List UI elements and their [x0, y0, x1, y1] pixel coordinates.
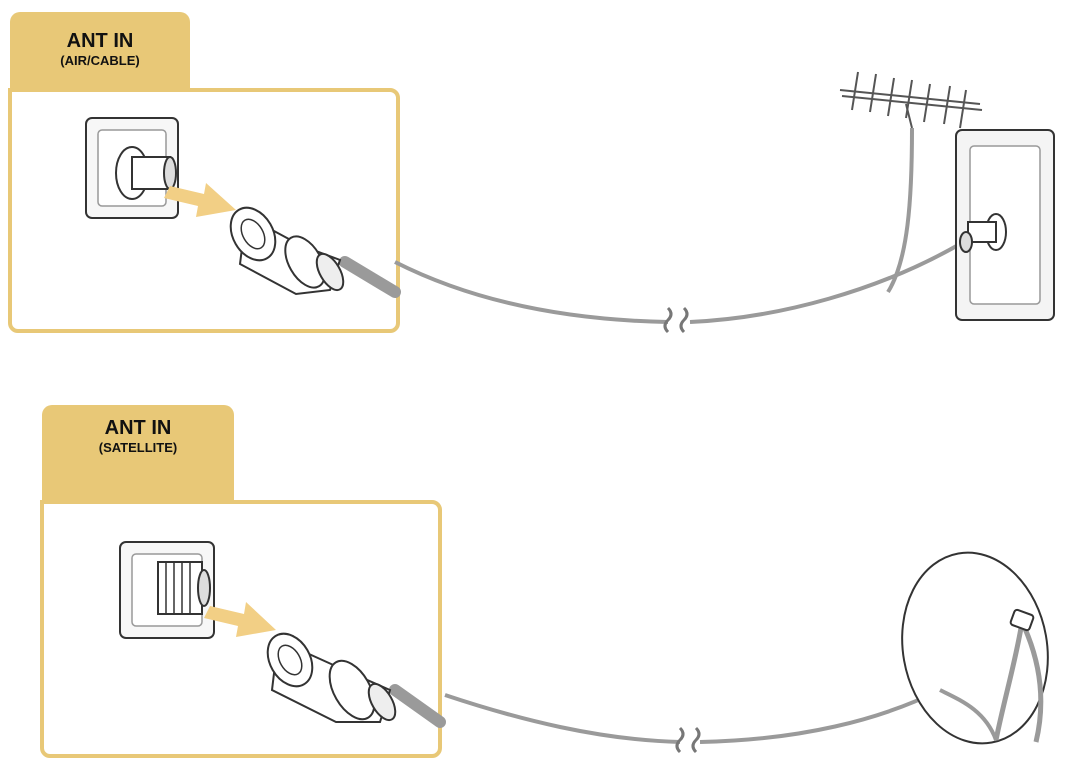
- ant-in-air-label: ANT IN: [66, 30, 134, 52]
- coax-cable-air: [394, 242, 961, 324]
- insert-arrow-icon: [204, 602, 276, 637]
- ant-in-satellite-tab: ANT IN (SATELLITE): [42, 405, 234, 505]
- cable-break-icon: [675, 726, 701, 754]
- ant-in-satellite-label: ANT IN: [104, 417, 172, 439]
- wall-plate-icon: [955, 129, 1055, 321]
- roof-antenna-icon: [839, 71, 983, 294]
- cable-break-icon: [663, 306, 689, 334]
- coax-plug-icon: [229, 206, 401, 298]
- coax-cable-satellite: [444, 688, 941, 744]
- satellite-dish-icon: [901, 551, 1049, 745]
- tv-f-port-icon: [119, 541, 215, 639]
- tv-coax-port-icon: [85, 117, 179, 219]
- insert-arrow-icon: [164, 183, 236, 217]
- f-connector-plug-icon: [266, 632, 446, 728]
- ant-in-satellite-sublabel: (SATELLITE): [98, 440, 178, 455]
- ant-in-air-sublabel: (AIR/CABLE): [60, 53, 140, 68]
- ant-in-air-tab: ANT IN (AIR/CABLE): [10, 12, 190, 90]
